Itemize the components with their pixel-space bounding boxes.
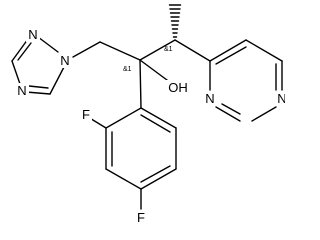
atom-hydroxyl: OH (168, 80, 188, 95)
bond-triazole-n2-n1 (37, 36, 59, 53)
bond-triazole-c5-n4 (25, 91, 51, 95)
atom-labels: N N N OH N N F F (15, 27, 285, 225)
bond-triazole-c3-n2 (11, 38, 29, 62)
stereo-label-c2: &1 (123, 66, 132, 73)
bond-pyr-n1-c2 (251, 106, 277, 122)
atom-triazole-n4: N (17, 83, 26, 98)
bond-ar-c4-c5 (140, 168, 177, 190)
atom-triazole-n1: N (60, 53, 69, 68)
bond-pyr-c4-c5 (209, 39, 247, 62)
atom-pyrimidine-n3: N (205, 91, 214, 106)
bond-ar-c3-c4 (105, 168, 142, 190)
atom-pyrimidine-n1: N (277, 91, 285, 106)
bond-pyr-c2-n3 (215, 106, 241, 122)
bond-c2-c3 (139, 39, 176, 61)
bond-pyr-c5-c6 (245, 39, 283, 62)
stereo-label-c3: &1 (164, 46, 173, 53)
atom-fluorine-ortho: F (82, 107, 90, 122)
bond-triazole-n1-c5 (49, 66, 65, 95)
atom-fluorine-para: F (137, 210, 145, 225)
bond-ar-c1-c2 (105, 107, 142, 129)
hashed-wedge-methyl (168, 4, 182, 38)
bond-pyr-c4-c5-double (215, 46, 247, 65)
bond-ar-c4-c5-double (140, 165, 171, 183)
bond-c2-aryl (139, 59, 142, 109)
stereo-labels: &1 &1 (123, 46, 173, 73)
atom-triazole-n2: N (28, 27, 37, 42)
bond-pyr-c2-n3-double (221, 103, 241, 115)
chemical-structure: N N N OH N N F F &1 &1 (11, 4, 285, 225)
bond-ar-c6-c1 (140, 107, 177, 129)
bond-c3-pyrimidine (174, 39, 211, 62)
bond-ch2-c2 (99, 41, 141, 61)
bond-triazole-c5-n4-double (28, 85, 49, 89)
bond-c2-oh (139, 59, 172, 84)
bond-lines (11, 4, 283, 210)
bond-n1-ch2 (72, 41, 101, 58)
bond-ar-c6-c1-double (140, 114, 171, 133)
bond-triazole-n4-c3 (11, 60, 21, 85)
bond-triazole-c3-n2-double (17, 42, 32, 61)
